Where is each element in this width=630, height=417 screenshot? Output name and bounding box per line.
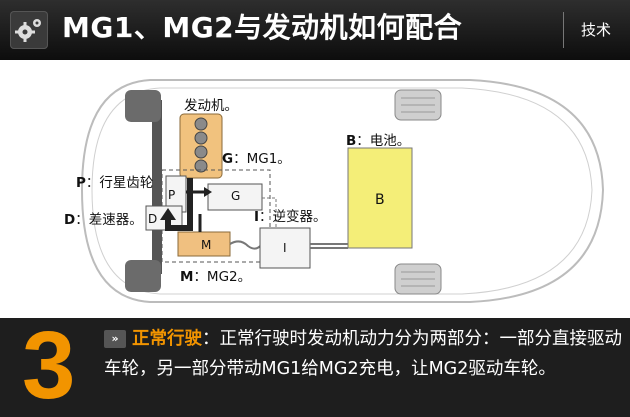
differential-label-key: D bbox=[64, 212, 76, 228]
mg1-flow-arrowhead bbox=[204, 187, 212, 197]
battery-label: B：电池。 bbox=[346, 132, 410, 150]
power-flow-arrowhead bbox=[160, 208, 176, 220]
power-flow-arrow bbox=[165, 178, 193, 231]
chevron-right-icon: » bbox=[104, 330, 126, 348]
planetary-gear-label-key: P bbox=[76, 175, 86, 191]
battery-box bbox=[347, 147, 413, 249]
mg1-label-key: G bbox=[222, 151, 234, 167]
powertrain-diagram: P G D M I B 发动机。 G：MG1。 B：电池。 P：行星齿轮 D：差… bbox=[0, 60, 630, 322]
front-right-wheel bbox=[125, 260, 161, 292]
description-panel: 3 » 正常行驶：正常行驶时发动机动力分为两部分：一部分直接驱动车轮，另一部分带… bbox=[0, 314, 630, 417]
inverter-box-letter: I bbox=[283, 241, 287, 255]
header-bar: MG1、MG2与发动机如何配合 技术 bbox=[0, 0, 630, 60]
mg1-label: G：MG1。 bbox=[222, 150, 291, 168]
planetary-gear-label: P：行星齿轮 bbox=[76, 174, 153, 192]
inverter-label-text: ：逆变器。 bbox=[259, 209, 327, 225]
car-body-inner bbox=[91, 87, 593, 295]
step-text: ：正常行驶时发动机动力分为两部分：一部分直接驱动车轮，另一部分带动MG1给MG2… bbox=[104, 329, 622, 379]
gear-icon bbox=[10, 11, 48, 49]
planetary-gear-label-text: ：行星齿轮 bbox=[85, 175, 154, 191]
inverter-box bbox=[259, 227, 311, 269]
mg2-label-key: M bbox=[180, 269, 194, 285]
front-left-wheel bbox=[125, 90, 161, 122]
differential-label: D：差速器。 bbox=[64, 211, 143, 229]
differential-label-text: ：差速器。 bbox=[75, 212, 143, 228]
battery-box-letter: B bbox=[375, 192, 385, 208]
mg1-label-text: ：MG1。 bbox=[233, 151, 291, 167]
category-tag[interactable]: 技术 bbox=[580, 21, 611, 39]
page-title: MG1、MG2与发动机如何配合 bbox=[62, 11, 463, 44]
inverter-label: I：逆变器。 bbox=[254, 208, 327, 226]
differential-box-letter: D bbox=[148, 212, 158, 226]
car-body-outline bbox=[80, 79, 605, 303]
step-heading: 正常行驶 bbox=[132, 329, 202, 349]
mg2-cable bbox=[229, 240, 263, 250]
inverter-label-key: I bbox=[254, 209, 260, 225]
mg1-box-letter: G bbox=[231, 189, 241, 203]
header-divider bbox=[563, 12, 564, 48]
step-description: 正常行驶：正常行驶时发动机动力分为两部分：一部分直接驱动车轮，另一部分带动MG1… bbox=[104, 324, 624, 384]
mg2-box-letter: M bbox=[201, 238, 212, 252]
planetary-gear-box-letter: P bbox=[168, 188, 176, 202]
engine-label: 发动机。 bbox=[184, 98, 238, 114]
mg2-label: M：MG2。 bbox=[180, 268, 251, 286]
battery-label-key: B bbox=[346, 133, 357, 149]
mg2-box bbox=[177, 231, 231, 257]
step-number: 3 bbox=[22, 312, 76, 417]
mg1-box bbox=[207, 183, 263, 211]
mg2-label-text: ：MG2。 bbox=[193, 269, 252, 285]
front-axle bbox=[152, 100, 162, 274]
battery-label-text: ：电池。 bbox=[356, 133, 411, 149]
